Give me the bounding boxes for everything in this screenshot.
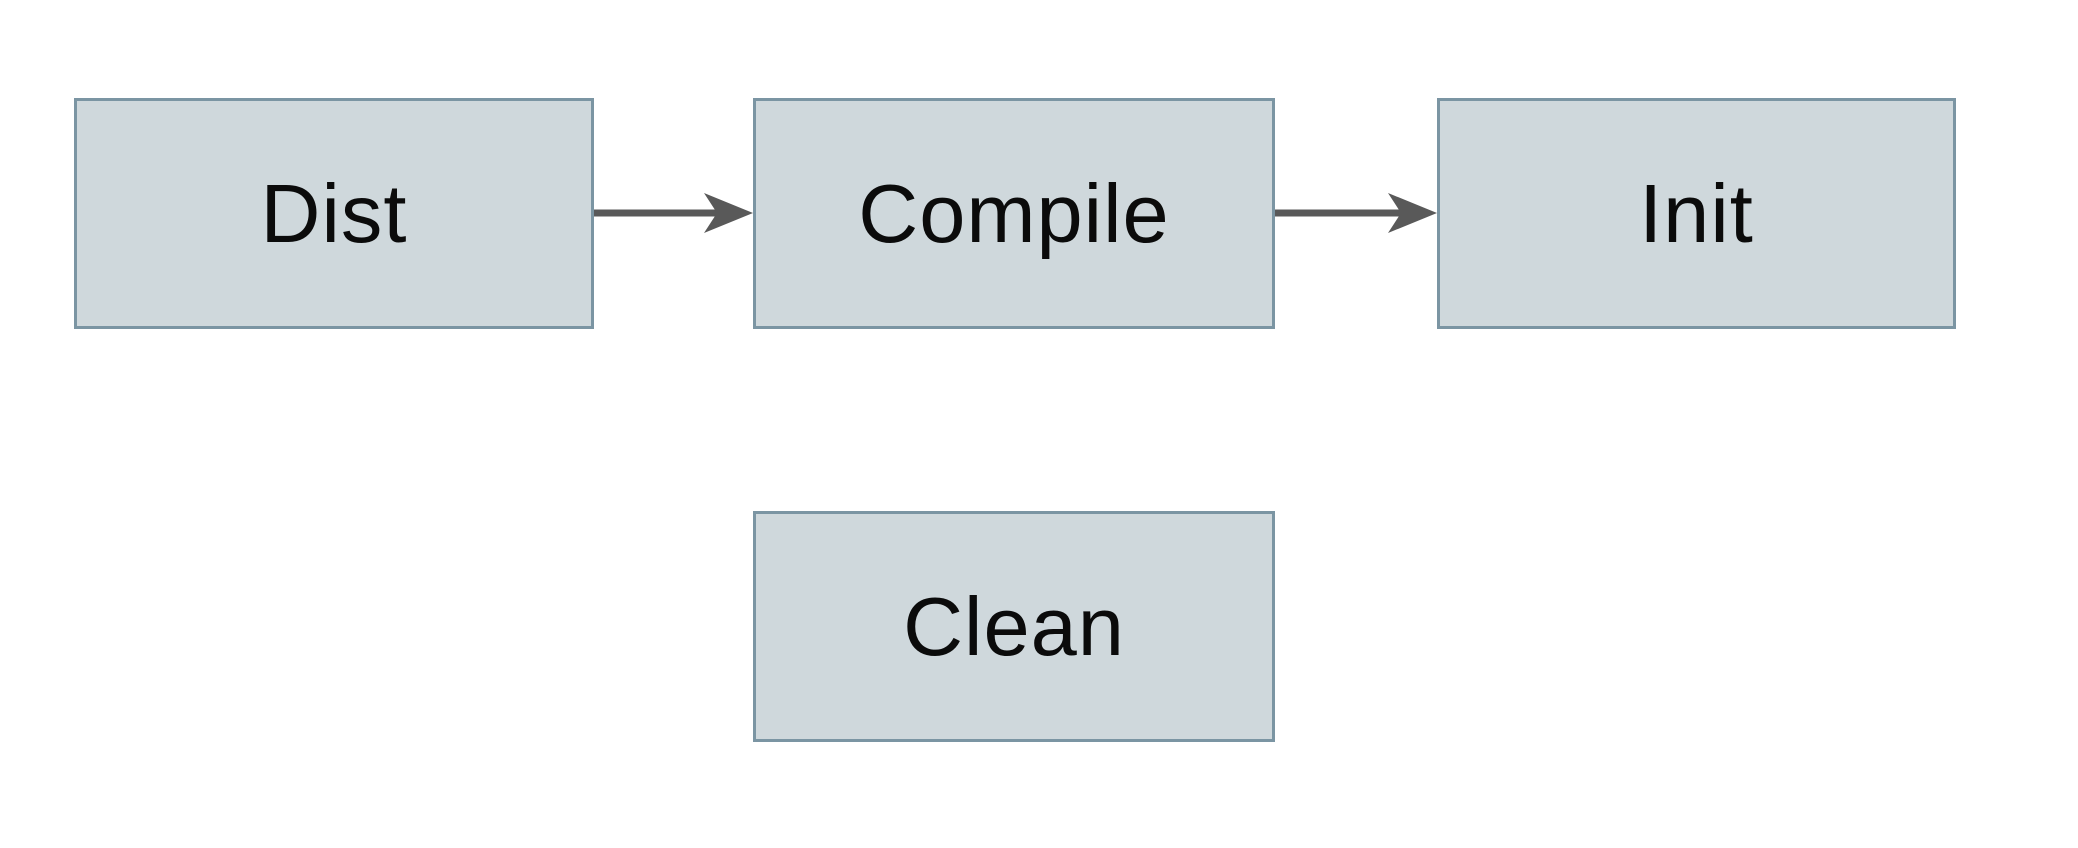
arrow-dist-to-compile-icon <box>594 193 753 233</box>
node-dist-label: Dist <box>260 167 408 260</box>
node-compile[interactable]: Compile <box>753 98 1275 329</box>
arrow-compile-to-init-icon <box>1275 193 1437 233</box>
node-compile-label: Compile <box>858 167 1170 260</box>
node-init[interactable]: Init <box>1437 98 1956 329</box>
node-clean-label: Clean <box>903 580 1125 673</box>
node-clean[interactable]: Clean <box>753 511 1275 742</box>
node-dist[interactable]: Dist <box>74 98 594 329</box>
node-init-label: Init <box>1639 167 1754 260</box>
